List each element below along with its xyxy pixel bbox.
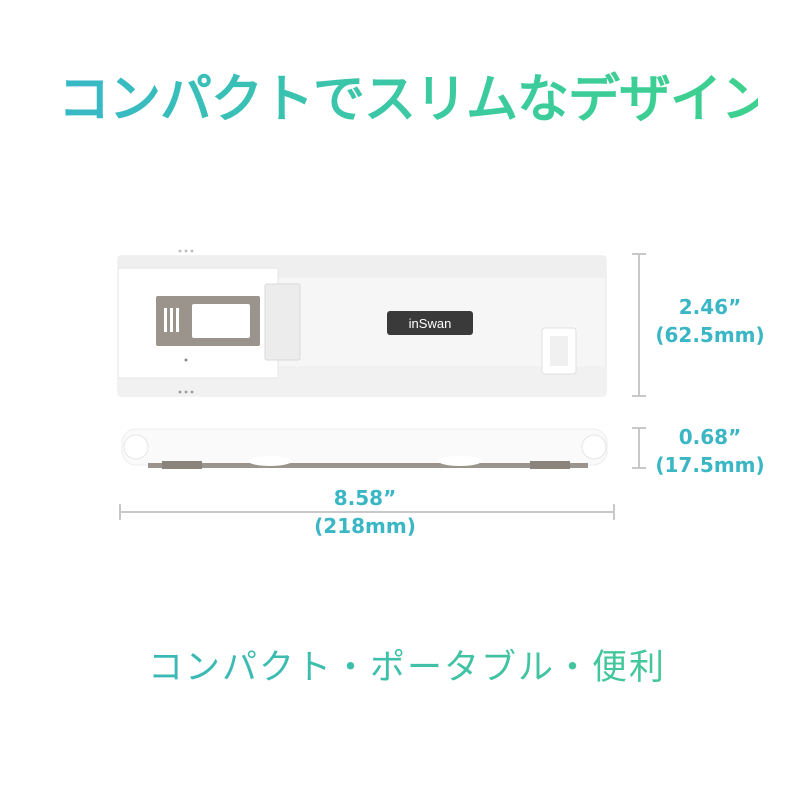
headline: コンパクトでスリムなデザイン [58,62,773,138]
device-front-view: inSwan [117,249,607,397]
depth-dimension-label: 0.68” (17.5mm) [650,423,770,479]
height-mm: (62.5mm) [655,323,765,347]
brand-label: inSwan [409,316,452,331]
width-inch: 8.58” [333,486,397,510]
width-mm: (218mm) [314,514,416,538]
footer-tagline: コンパクト・ポータブル・便利 [148,640,668,696]
height-inch: 2.46” [678,295,742,319]
depth-mm: (17.5mm) [655,453,765,477]
depth-inch: 0.68” [678,425,742,449]
brand-badge [387,311,473,335]
device-side-view [121,428,608,469]
height-dimension-label: 2.46” (62.5mm) [646,293,774,349]
width-dimension-label: 8.58” (218mm) [300,484,430,540]
